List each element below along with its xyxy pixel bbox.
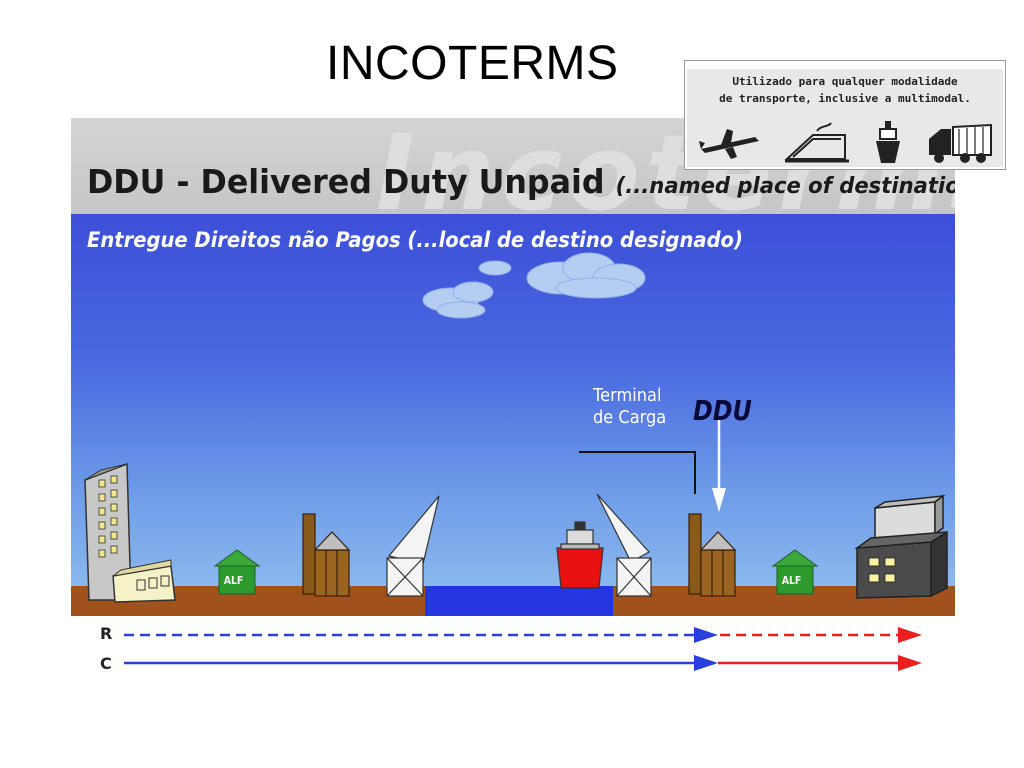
clouds xyxy=(422,252,646,319)
callout-line2: de transporte, inclusive a multimodal. xyxy=(719,92,971,105)
cost-row-label: C xyxy=(100,654,112,673)
truck-icon xyxy=(929,123,992,163)
ddu-diagram: Incoterms DDU - Delivered Duty Unpaid (.… xyxy=(71,118,955,618)
ddu-delivery-arrow-icon xyxy=(712,420,726,512)
risk-cost-arrows xyxy=(124,627,922,671)
callout-panel: Utilizado para qualquer modalidade de tr… xyxy=(687,69,1003,167)
terminal-pointer-line xyxy=(579,451,696,494)
train-icon xyxy=(784,122,849,163)
water-channel xyxy=(425,586,613,616)
callout-text: Utilizado para qualquer modalidade de tr… xyxy=(687,73,1003,107)
cargo-terminal-icon xyxy=(688,513,737,597)
ship-scene-icon xyxy=(556,521,604,589)
terminal-de-carga-label: Terminal de Carga xyxy=(593,385,666,429)
factory-left-icon xyxy=(302,513,351,597)
port-scene xyxy=(71,252,955,616)
warehouse-icon xyxy=(112,559,176,603)
portuguese-subtitle: Entregue Direitos não Pagos (...local de… xyxy=(87,228,743,252)
crane-right-icon xyxy=(596,493,652,597)
airplane-icon xyxy=(699,129,759,159)
sky-background xyxy=(71,214,955,586)
crane-left-icon xyxy=(386,495,440,597)
ship-icon xyxy=(876,121,900,163)
alf-left-label: ALF xyxy=(223,574,244,587)
ddu-point-label: DDU xyxy=(693,394,752,427)
ddu-title-named-place: (...named place of destination) xyxy=(615,174,955,199)
alf-customs-right-icon xyxy=(771,549,819,595)
destination-building-icon xyxy=(854,494,948,599)
terminal-label-line2: de Carga xyxy=(593,407,667,428)
alf-customs-left-icon xyxy=(213,549,261,595)
ddu-title: DDU - Delivered Duty Unpaid (...named pl… xyxy=(87,162,955,201)
office-building-icon xyxy=(84,462,132,601)
ddu-title-main: DDU - Delivered Duty Unpaid xyxy=(87,162,605,201)
callout-line1: Utilizado para qualquer modalidade xyxy=(732,75,958,88)
risk-row-label: R xyxy=(100,624,113,643)
alf-right-label: ALF xyxy=(781,574,802,587)
transport-modes-callout: Utilizado para qualquer modalidade de tr… xyxy=(684,60,1006,170)
cost-transfer-arrow xyxy=(124,655,922,671)
page-title: INCOTERMS xyxy=(326,37,619,90)
risk-transfer-arrow xyxy=(124,627,922,643)
terminal-label-line1: Terminal xyxy=(593,385,662,406)
